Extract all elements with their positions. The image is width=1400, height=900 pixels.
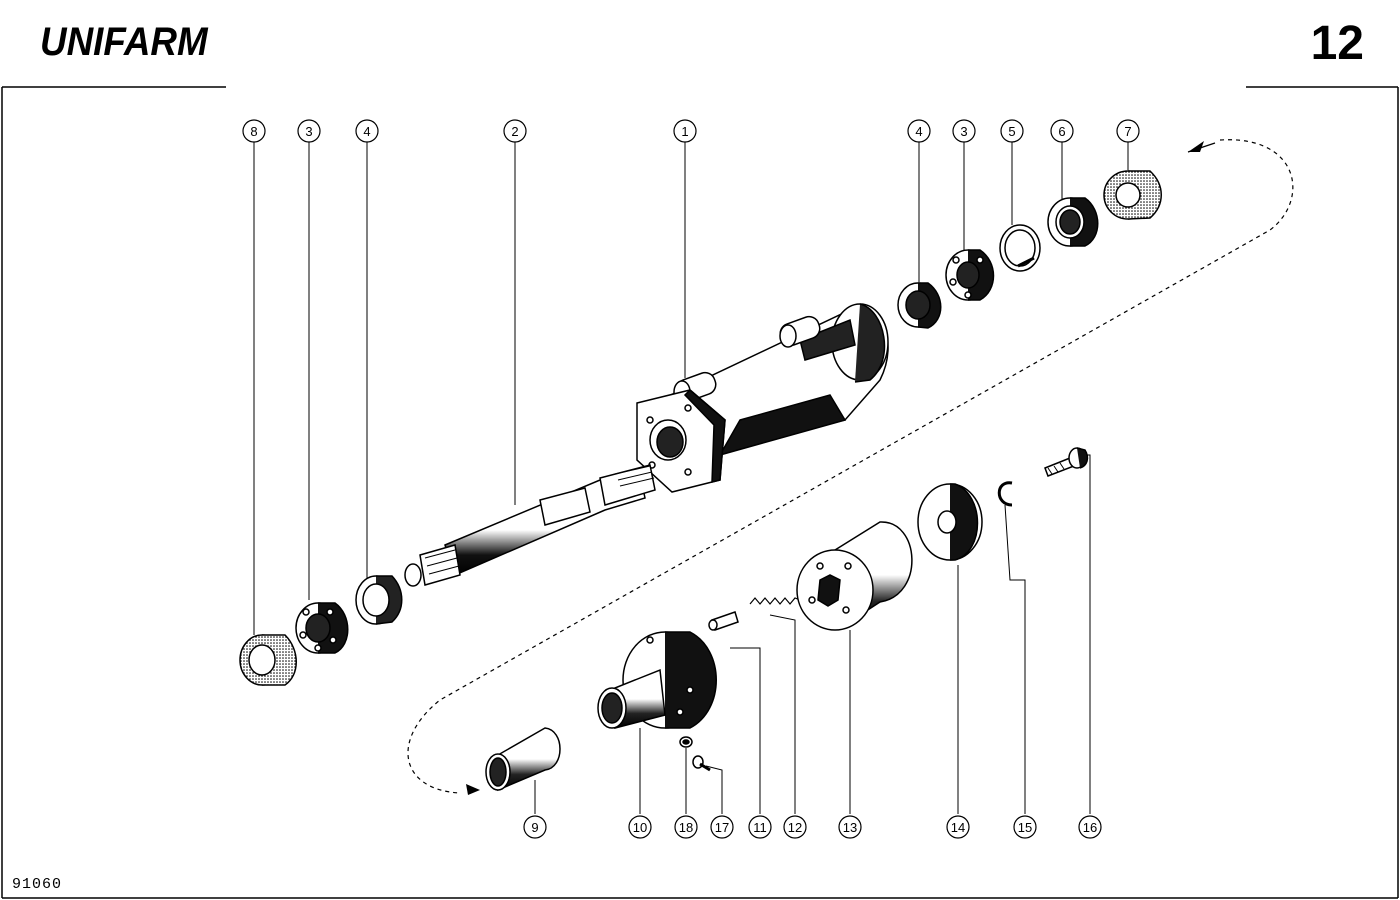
svg-text:3: 3	[305, 124, 312, 139]
svg-text:10: 10	[633, 820, 647, 835]
svg-text:1: 1	[681, 124, 688, 139]
callout-13: 13	[838, 815, 862, 839]
svg-text:17: 17	[715, 820, 729, 835]
callout-15: 15	[1013, 815, 1037, 839]
part-4-seal-right	[897, 282, 942, 329]
svg-text:15: 15	[1018, 820, 1032, 835]
part-12-spring	[749, 597, 801, 605]
svg-text:18: 18	[679, 820, 693, 835]
part-2-shaft	[404, 464, 656, 587]
callout-9: 9	[523, 815, 547, 839]
svg-text:5: 5	[1008, 124, 1015, 139]
leader-lines	[253, 142, 1129, 814]
svg-text:6: 6	[1058, 124, 1065, 139]
part-4-seal-left	[355, 575, 403, 625]
part-6-bearing	[1047, 197, 1099, 247]
assembly-path	[407, 139, 1294, 794]
callout-4-right: 4	[907, 119, 931, 143]
svg-text:4: 4	[915, 124, 922, 139]
part-17-screw	[692, 755, 711, 772]
part-1-housing	[636, 303, 889, 493]
callout-11: 11	[748, 815, 772, 839]
frame-lines	[1, 86, 1399, 899]
svg-text:14: 14	[951, 820, 965, 835]
svg-text:16: 16	[1083, 820, 1097, 835]
callout-7: 7	[1116, 119, 1140, 143]
callout-16: 16	[1078, 815, 1102, 839]
part-3-bearing-right	[945, 249, 995, 301]
svg-text:11: 11	[753, 820, 767, 835]
svg-text:7: 7	[1124, 124, 1131, 139]
part-13-cylinder	[796, 521, 913, 631]
part-15-circlip	[997, 481, 1013, 507]
callout-17: 17	[710, 815, 734, 839]
callout-3-left: 3	[297, 119, 321, 143]
callout-12: 12	[783, 815, 807, 839]
callout-18: 18	[674, 815, 698, 839]
part-10-flange	[597, 631, 717, 729]
svg-text:4: 4	[363, 124, 370, 139]
callout-14: 14	[946, 815, 970, 839]
svg-text:2: 2	[511, 124, 518, 139]
callout-1: 1	[673, 119, 697, 143]
part-14-disc	[917, 483, 983, 561]
svg-text:9: 9	[531, 820, 538, 835]
part-16-bolt	[1044, 447, 1089, 477]
callout-5: 5	[1000, 119, 1024, 143]
svg-text:8: 8	[250, 124, 257, 139]
callout-6: 6	[1050, 119, 1074, 143]
callout-4-left: 4	[355, 119, 379, 143]
part-9-tube	[485, 727, 561, 792]
part-11-pin	[708, 611, 739, 631]
callout-3-right: 3	[952, 119, 976, 143]
drawing-code: 91060	[12, 876, 63, 893]
arrow-icon	[466, 141, 1216, 795]
svg-text:3: 3	[960, 124, 967, 139]
callout-8: 8	[242, 119, 266, 143]
callout-2: 2	[503, 119, 527, 143]
page-number: 12	[1310, 17, 1364, 70]
part-3-bearing-left	[295, 602, 349, 654]
part-8-seal-left	[239, 634, 297, 686]
part-7-seal	[1103, 170, 1162, 220]
part-18-washer	[679, 736, 693, 748]
callout-10: 10	[628, 815, 652, 839]
brand-title: UNIFARM	[40, 20, 208, 64]
svg-text:12: 12	[788, 820, 802, 835]
part-5-ring	[999, 224, 1041, 272]
svg-text:13: 13	[843, 820, 857, 835]
